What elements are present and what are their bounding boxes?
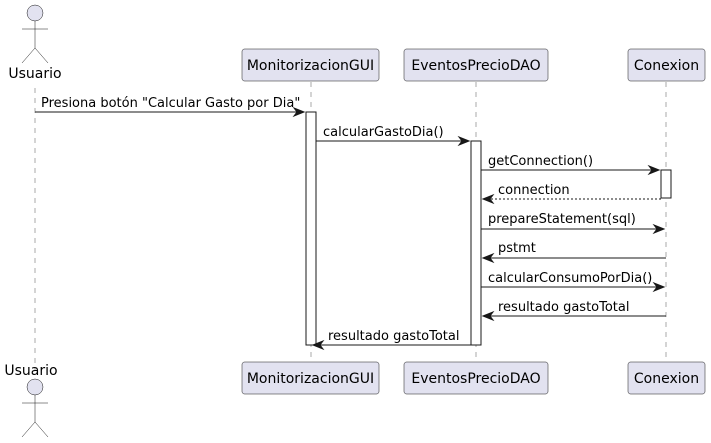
arrowhead-right [652,223,666,235]
arrowhead-left [481,193,495,205]
participant-conexion-bottom-label: Conexion [634,371,699,387]
activation-conexion [660,169,672,199]
arrowhead-left [481,252,495,264]
message-2: getConnection() [481,154,661,176]
actor-head [26,4,44,22]
actor-usuario-top-label: Usuario [8,66,61,82]
participant-box [241,48,380,82]
message-0-label: Presiona botón "Calcular Gasto por Dia" [41,96,300,111]
participant-dao-top: EventosPrecioDAO [403,48,549,82]
actor-usuario-bottom: Usuario [4,363,58,438]
message-6: calcularConsumoPorDia() [481,271,666,293]
message-7-label: resultado gastoTotal [498,300,630,315]
message-0: Presiona botón "Calcular Gasto por Dia" [35,96,306,118]
message-3: connection [481,183,661,205]
participant-gui-bottom: MonitorizacionGUI [241,361,380,395]
participant-gui-bottom-label: MonitorizacionGUI [247,371,374,387]
participant-box [403,361,549,395]
participant-box [241,361,380,395]
participant-conexion-top: Conexion [627,48,706,82]
participant-dao-bottom: EventosPrecioDAO [403,361,549,395]
message-1-label: calcularGastoDia() [323,125,444,140]
participant-gui-top: MonitorizacionGUI [241,48,380,82]
message-8: resultado gastoTotal [311,329,471,351]
message-6-label: calcularConsumoPorDia() [488,271,652,286]
actor-body [21,21,49,64]
message-2-label: getConnection() [488,154,593,169]
participant-dao-bottom-label: EventosPrecioDAO [411,371,540,387]
participant-box [627,48,706,82]
message-5: pstmt [481,241,666,264]
participant-conexion-top-label: Conexion [634,58,699,74]
message-5-label: pstmt [498,241,536,256]
message-1: calcularGastoDia() [316,125,471,147]
participant-conexion-bottom: Conexion [627,361,706,395]
actor-head [26,378,44,396]
actor-body [21,395,49,438]
participant-gui-top-label: MonitorizacionGUI [247,58,374,74]
activation-dao [470,140,482,346]
participant-box [403,48,549,82]
arrowhead-right [652,281,666,293]
participant-dao-top-label: EventosPrecioDAO [411,58,540,74]
message-4: prepareStatement(sql) [481,212,666,235]
message-8-label: resultado gastoTotal [328,329,460,344]
arrowhead-right [457,135,471,147]
participant-box [627,361,706,395]
arrowhead-left [481,310,495,322]
message-7: resultado gastoTotal [481,300,666,322]
activation-gui [305,111,317,346]
actor-usuario-bottom-label: Usuario [4,363,57,379]
arrowhead-right [292,106,306,118]
arrowhead-left [311,339,325,351]
actor-usuario-top: Usuario [8,4,62,82]
arrowhead-right [647,164,661,176]
message-4-label: prepareStatement(sql) [488,212,636,227]
message-3-label: connection [498,183,570,198]
